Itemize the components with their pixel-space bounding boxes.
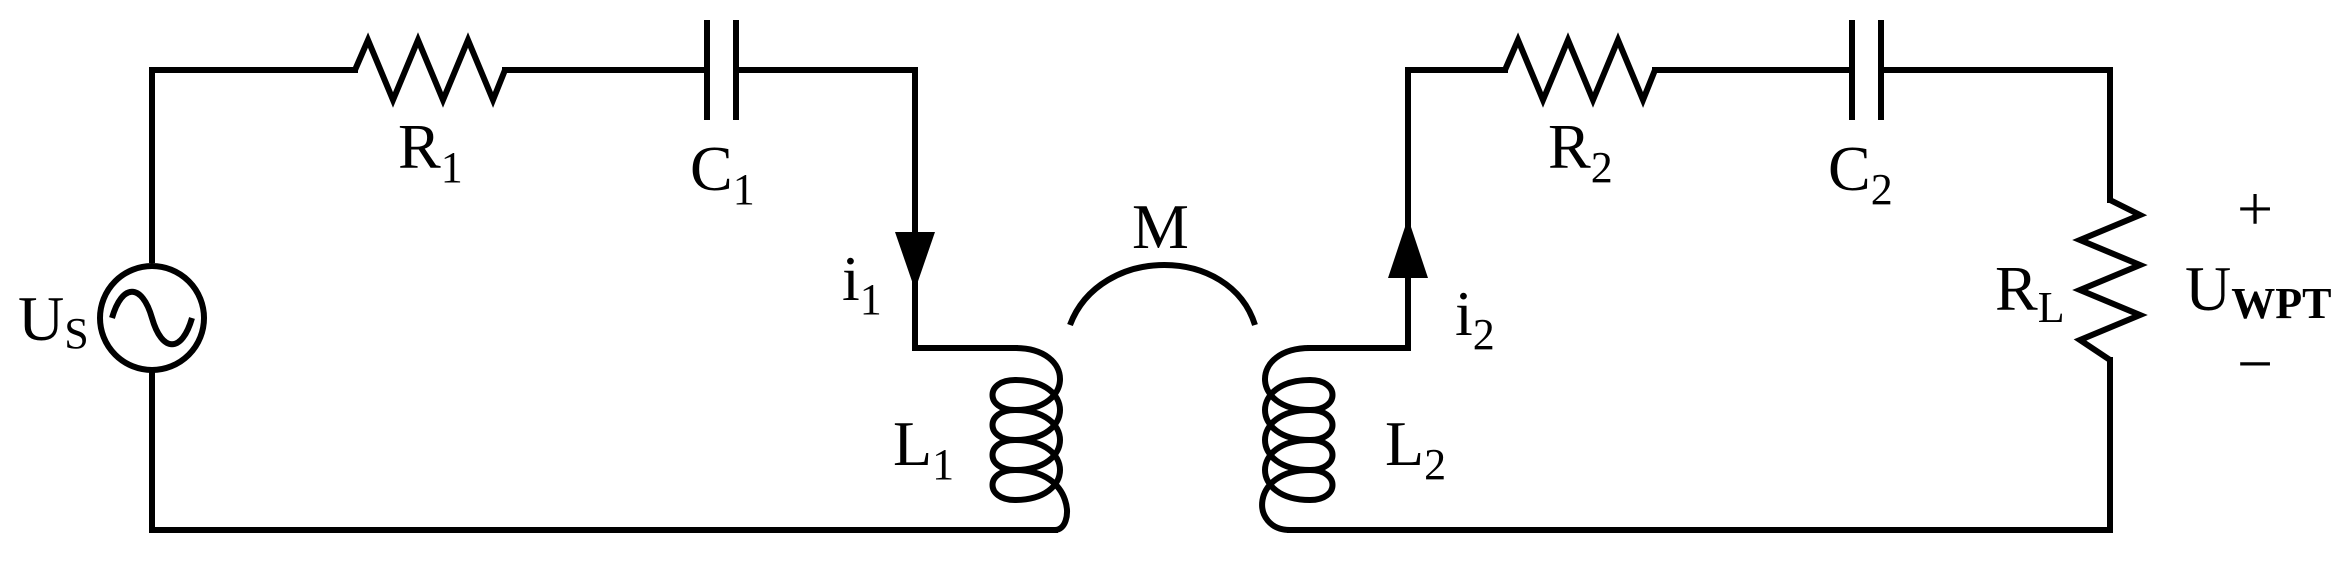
primary-left-upper-wire [149,67,358,263]
primary-bottom-wire [149,372,1058,533]
ac-source-circle [97,263,207,373]
label-i2: i2 [1455,278,1495,359]
ac-source [97,263,207,373]
label-i1: i1 [842,243,882,324]
label-uwpt: UWPT [2185,253,2331,328]
inductor-l1-coil [989,345,1070,533]
ac-source-sine [109,288,195,348]
capacitor-c1 [704,20,739,120]
label-rl: RL [1995,253,2065,332]
label-r1: R1 [398,111,463,192]
c1-to-i1-wire [733,67,1018,351]
current-i1-arrow [895,232,935,290]
l2-to-i2-wire [1307,67,1508,351]
secondary-wires [1287,67,2113,533]
inductor-l2-coil [1259,345,1336,533]
label-l1: L1 [893,408,954,489]
mutual-inductance-arc [1067,262,1258,327]
resistor-r1 [352,32,508,108]
current-i2-arrow [1388,218,1428,278]
label-m: M [1132,191,1189,262]
secondary-bottom-wire [1287,357,2113,533]
label-l2: L2 [1385,408,1446,489]
resistor-r2 [1502,32,1658,108]
c2-to-rl-wire [1878,67,2113,203]
primary-wires [149,67,1058,533]
resistor-rl [2072,197,2148,363]
label-us: US [18,283,89,358]
capacitor-c2 [1849,20,1884,120]
label-plus: + [2237,173,2273,244]
label-minus: − [2237,328,2273,399]
label-r2: R2 [1548,111,1613,192]
inductor-l2 [1259,345,1336,533]
label-c1: C1 [690,133,755,214]
inductor-l1 [989,345,1070,533]
label-c2: C2 [1828,133,1893,214]
